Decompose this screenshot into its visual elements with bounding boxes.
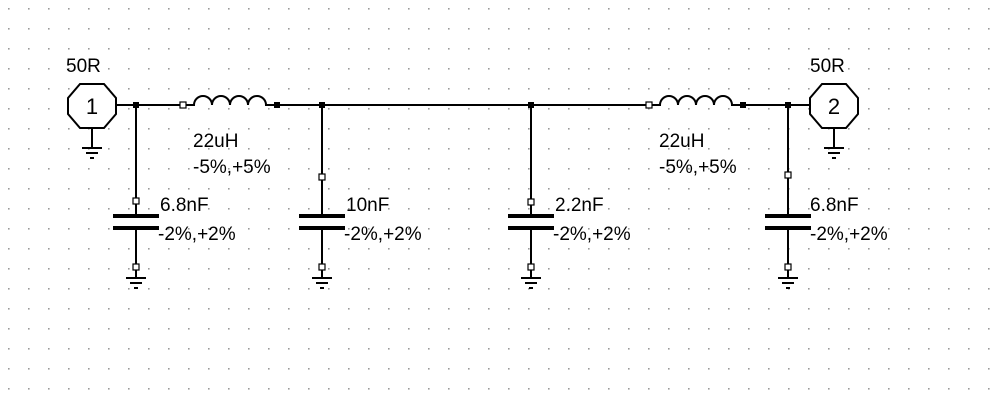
ground-icon — [312, 277, 332, 289]
inductor-right-tolerance: -5%,+5% — [659, 157, 737, 178]
ground-icon — [82, 147, 102, 159]
pin-marker — [132, 263, 140, 271]
pin-marker — [132, 197, 140, 205]
port-2[interactable]: 2 50R — [809, 56, 859, 159]
inductor-right-value: 22uH — [659, 131, 704, 152]
capacitor-4-value: 6.8nF — [810, 195, 859, 216]
inductor-coil-icon[interactable] — [652, 95, 740, 106]
junction-dot — [528, 102, 534, 108]
capacitor-2-value: 10nF — [346, 195, 389, 216]
capacitor-4-tolerance: -2%,+2% — [810, 224, 888, 245]
pin-marker — [784, 171, 792, 179]
capacitor-3-tolerance: -2%,+2% — [553, 224, 631, 245]
capacitor-2[interactable]: 10nF -2%,+2% — [299, 195, 422, 289]
junction-dot — [319, 102, 325, 108]
capacitor-plates-icon[interactable] — [508, 214, 554, 230]
inductor-left-tolerance: -5%,+5% — [193, 157, 271, 178]
capacitor-plates-icon[interactable] — [299, 214, 345, 230]
inductor-left[interactable]: 22uH -5%,+5% — [186, 95, 274, 178]
port-2-number: 2 — [828, 94, 840, 119]
pin-marker — [179, 101, 187, 109]
junction-dot — [133, 102, 139, 108]
port-1-octagon[interactable] — [67, 83, 117, 129]
port-1[interactable]: 1 50R — [66, 56, 117, 159]
pin-marker — [318, 263, 326, 271]
inductor-right[interactable]: 22uH -5%,+5% — [652, 95, 740, 178]
port-2-impedance: 50R — [810, 56, 845, 77]
port-2-octagon[interactable] — [809, 83, 859, 129]
capacitor-1-value: 6.8nF — [160, 195, 209, 216]
pin-marker — [527, 198, 535, 206]
capacitor-plates-icon[interactable] — [113, 214, 159, 230]
capacitor-1[interactable]: 6.8nF -2%,+2% — [113, 195, 236, 289]
inductor-coil-icon[interactable] — [186, 95, 274, 106]
pin-dot — [274, 102, 280, 108]
capacitor-2-tolerance: -2%,+2% — [344, 224, 422, 245]
capacitor-plates-icon[interactable] — [765, 214, 811, 230]
junctions — [133, 102, 791, 108]
ground-icon — [778, 277, 798, 289]
capacitor-3-value: 2.2nF — [555, 195, 604, 216]
capacitor-4[interactable]: 6.8nF -2%,+2% — [765, 195, 888, 289]
pin-marker — [645, 101, 653, 109]
pin-marker — [527, 263, 535, 271]
junction-dot — [785, 102, 791, 108]
inductor-left-value: 22uH — [193, 131, 238, 152]
capacitor-1-tolerance: -2%,+2% — [158, 224, 236, 245]
port-1-impedance: 50R — [66, 56, 101, 77]
pin-marker — [784, 263, 792, 271]
ground-icon — [824, 147, 844, 159]
port-1-number: 1 — [86, 94, 98, 119]
ground-icon — [521, 277, 541, 289]
pin-dot — [740, 102, 746, 108]
ground-icon — [126, 277, 146, 289]
pin-marker — [318, 173, 326, 181]
capacitor-3[interactable]: 2.2nF -2%,+2% — [508, 195, 631, 289]
